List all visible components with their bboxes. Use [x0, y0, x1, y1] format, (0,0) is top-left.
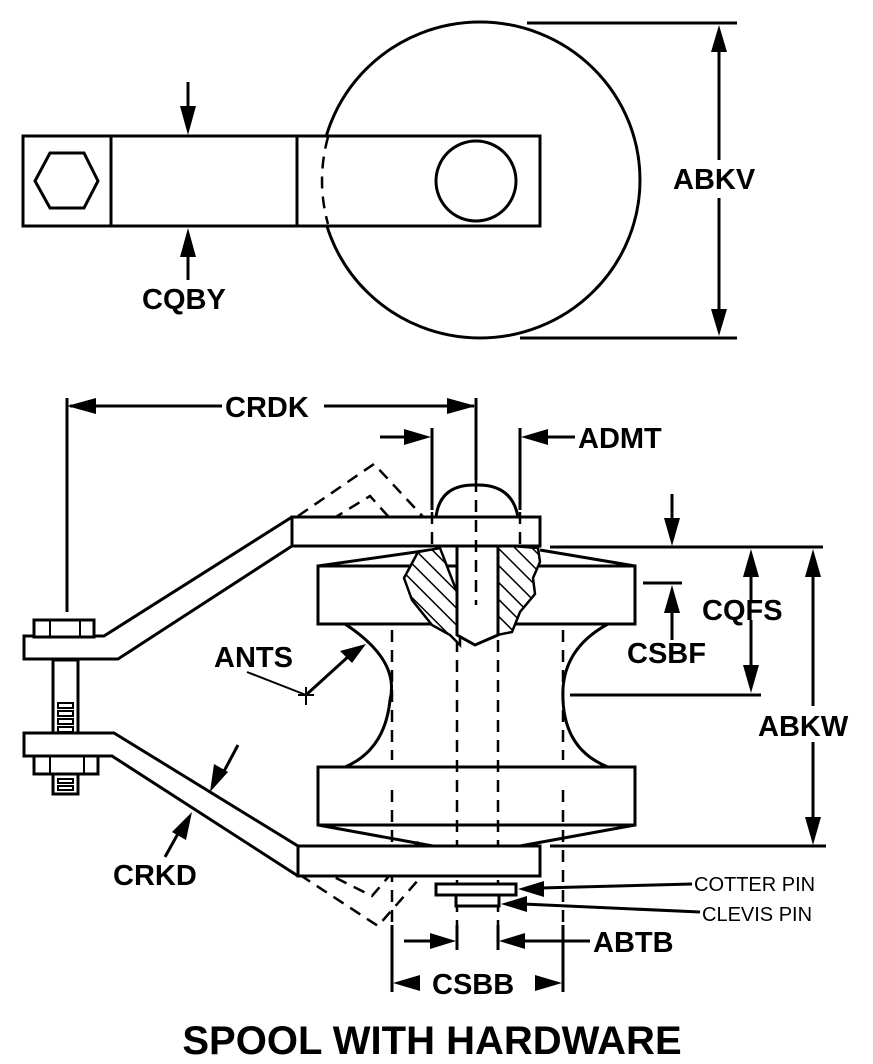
cqby-label: CQBY [142, 284, 226, 316]
abkv-label: ABKV [673, 164, 756, 196]
cotter-pin-label: COTTER PIN [694, 874, 815, 896]
cqby-arrow-up [180, 228, 196, 257]
abtb-arrow-right [430, 933, 456, 949]
flange-hidden-edge [320, 136, 330, 225]
side-view: CRDK ADMT CSBF CQFS ABKW ANTS [22, 392, 849, 1001]
cotter-pin [434, 882, 518, 897]
top-edge-arrow-down [664, 518, 680, 546]
bolt-nut [32, 754, 100, 776]
section-cut-left [402, 546, 462, 649]
abkv-arrow-down [711, 309, 727, 336]
bracket-bottom-plate [296, 844, 542, 878]
crdk-arrow-right [447, 398, 476, 414]
spool-bottom-taper [317, 823, 636, 848]
csbb-arrow-left [393, 975, 420, 991]
ants-leader [246, 671, 307, 696]
abtb-arrow-left [499, 933, 525, 949]
bracket-alt-position-bottom [299, 854, 441, 928]
clevis-pin-end [454, 893, 501, 908]
pin-hole [434, 139, 518, 223]
crkd-leader-top [220, 744, 240, 776]
crkd-arrow-down [210, 764, 228, 792]
abtb-label: ABTB [593, 927, 674, 959]
top-view: ABKV CQBY [21, 20, 756, 340]
cqby-arrow-down [180, 106, 196, 135]
diagram-title: SPOOL WITH HARDWARE [182, 1019, 681, 1063]
cqfs-label: CQFS [702, 595, 783, 627]
ants-arrow [340, 644, 366, 663]
clevis-pin-leader [522, 902, 701, 914]
admt-arrow-left [521, 429, 548, 445]
csbf-arrow-up [664, 585, 680, 613]
spool-bottom-flange [316, 765, 637, 827]
bolt-tail-thread-1 [57, 778, 74, 784]
admt-arrow-right [404, 429, 431, 445]
csbb-arrow-right [535, 975, 562, 991]
bolt-tail-thread-2 [57, 785, 74, 791]
bracket-alt-position-top [297, 462, 441, 536]
abkw-arrow-up [805, 549, 821, 577]
abkw-arrow-down [805, 817, 821, 845]
crdk-label: CRDK [225, 392, 309, 424]
clevis-pin-arrow [501, 896, 527, 912]
cotter-pin-leader [539, 882, 693, 890]
bolt-threads [57, 702, 74, 733]
abkw-label: ABKW [758, 711, 849, 743]
bolt-head [32, 618, 96, 639]
cqfs-arrow-up [743, 549, 759, 577]
clevis-pin-label: CLEVIS PIN [702, 904, 812, 926]
ants-radius-line [304, 653, 352, 697]
cqfs-arrow-down [743, 665, 759, 693]
hex-nut-icon [33, 151, 100, 210]
abkv-arrow-up [711, 25, 727, 52]
csbf-label: CSBF [627, 638, 706, 670]
cotter-pin-arrow [518, 881, 544, 897]
bracket-top-plate [290, 515, 542, 548]
clevis-pin-body [455, 544, 500, 647]
bolt-shank [51, 658, 80, 735]
crkd-label: CRKD [113, 860, 197, 892]
admt-label: ADMT [578, 423, 662, 455]
ants-label: ANTS [214, 642, 293, 674]
csbb-label: CSBB [432, 969, 514, 1001]
section-cut-right [495, 543, 542, 637]
spool-waist-left [344, 622, 393, 769]
spool-top-taper [317, 548, 636, 568]
crdk-arrow-left [67, 398, 96, 414]
crkd-arrow-up [172, 812, 192, 840]
bracket-bar [21, 134, 542, 228]
